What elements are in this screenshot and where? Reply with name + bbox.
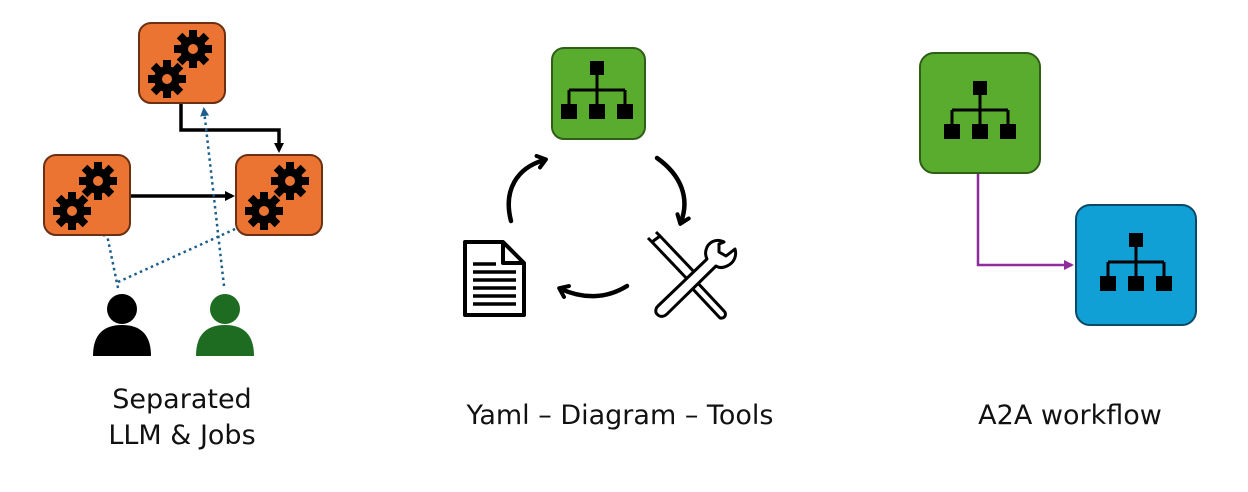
a2a-link-arrow <box>976 173 1074 270</box>
right-panel <box>919 52 1197 326</box>
job-box-left <box>43 154 131 236</box>
cycle-arrow-icon <box>654 155 691 226</box>
cycle-arrow-icon <box>506 153 548 224</box>
user-icon <box>93 294 151 356</box>
tools-icon <box>646 230 738 320</box>
flow-arrow-top-to-right <box>179 102 284 153</box>
caption-line: LLM & Jobs <box>108 420 256 451</box>
user-icon <box>196 294 254 356</box>
target-agent-box <box>1075 204 1197 326</box>
dotted-link-green-user <box>200 107 226 287</box>
middle-panel <box>463 47 738 320</box>
document-icon <box>463 240 526 317</box>
left-panel-caption: Separated LLM & Jobs <box>62 382 302 454</box>
dotted-link-black-user <box>102 227 120 289</box>
job-box-right <box>235 154 323 236</box>
job-box-top <box>138 22 226 104</box>
middle-panel-caption: Yaml – Diagram – Tools <box>466 400 774 431</box>
source-agent-box <box>919 52 1041 174</box>
right-panel-caption: A2A workflow <box>978 400 1162 431</box>
dotted-link-black-user-right-box <box>117 223 247 284</box>
cycle-arrow-icon <box>557 283 630 299</box>
diagram-box <box>551 47 646 140</box>
left-panel <box>43 22 323 356</box>
caption-line: Separated <box>112 384 252 415</box>
